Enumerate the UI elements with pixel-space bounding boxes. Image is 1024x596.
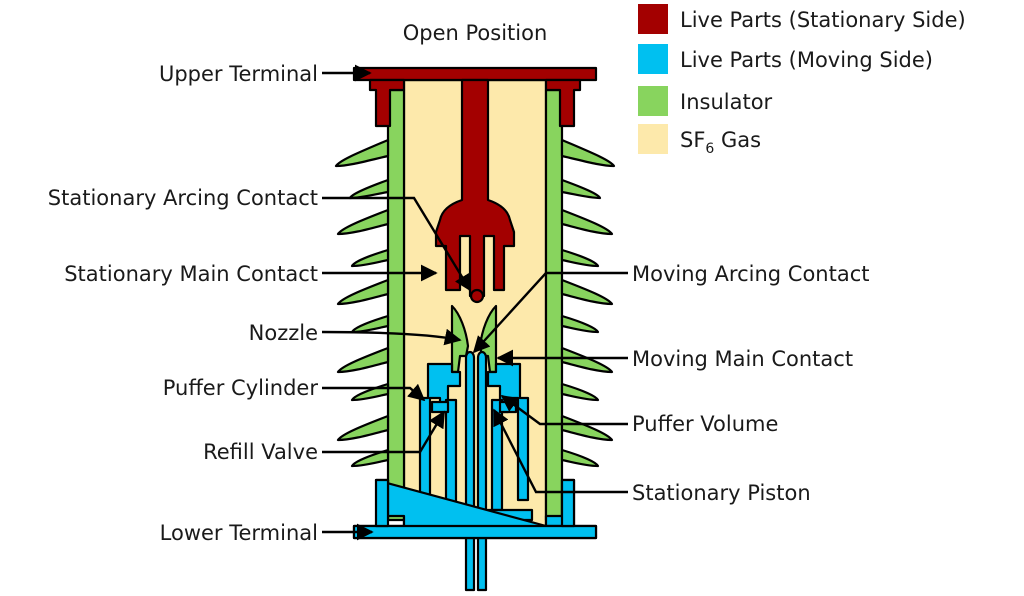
leaders-right (472, 271, 628, 494)
legend-gas-sub: 6 (705, 141, 714, 157)
label-lower-terminal: Lower Terminal (160, 521, 318, 545)
legend-swatch-gas (638, 124, 668, 154)
insulator-right (544, 88, 616, 522)
label-moving-arcing-contact: Moving Arcing Contact (632, 262, 869, 286)
labels-right: Moving Arcing Contact Moving Main Contac… (632, 262, 869, 505)
legend-gas-suffix: Gas (714, 128, 761, 152)
label-stationary-piston: Stationary Piston (632, 481, 811, 505)
stationary-contact-part (434, 78, 516, 304)
label-stationary-main-contact: Stationary Main Contact (64, 262, 318, 286)
legend-label-insulator: Insulator (680, 90, 773, 114)
legend: Live Parts (Stationary Side) Live Parts … (638, 4, 966, 157)
label-refill-valve: Refill Valve (203, 440, 318, 464)
label-moving-main-contact: Moving Main Contact (632, 347, 853, 371)
label-puffer-cylinder: Puffer Cylinder (163, 376, 319, 400)
label-nozzle: Nozzle (249, 321, 318, 345)
legend-gas-base: SF (680, 128, 705, 152)
legend-swatch-moving (638, 44, 668, 74)
label-upper-terminal: Upper Terminal (159, 62, 318, 86)
legend-label-gas: SF6 Gas (680, 128, 761, 157)
label-stationary-arcing-contact: Stationary Arcing Contact (48, 186, 318, 210)
diagram-title: Open Position (403, 21, 548, 45)
leaders-left (321, 64, 472, 541)
insulator-left (334, 88, 406, 522)
legend-swatch-insulator (638, 86, 668, 116)
label-puffer-volume: Puffer Volume (632, 412, 778, 436)
labels-left: Upper Terminal Stationary Arcing Contact… (48, 62, 319, 545)
legend-label-moving: Live Parts (Moving Side) (680, 48, 933, 72)
legend-swatch-stationary (638, 4, 668, 34)
legend-label-stationary: Live Parts (Stationary Side) (680, 8, 966, 32)
